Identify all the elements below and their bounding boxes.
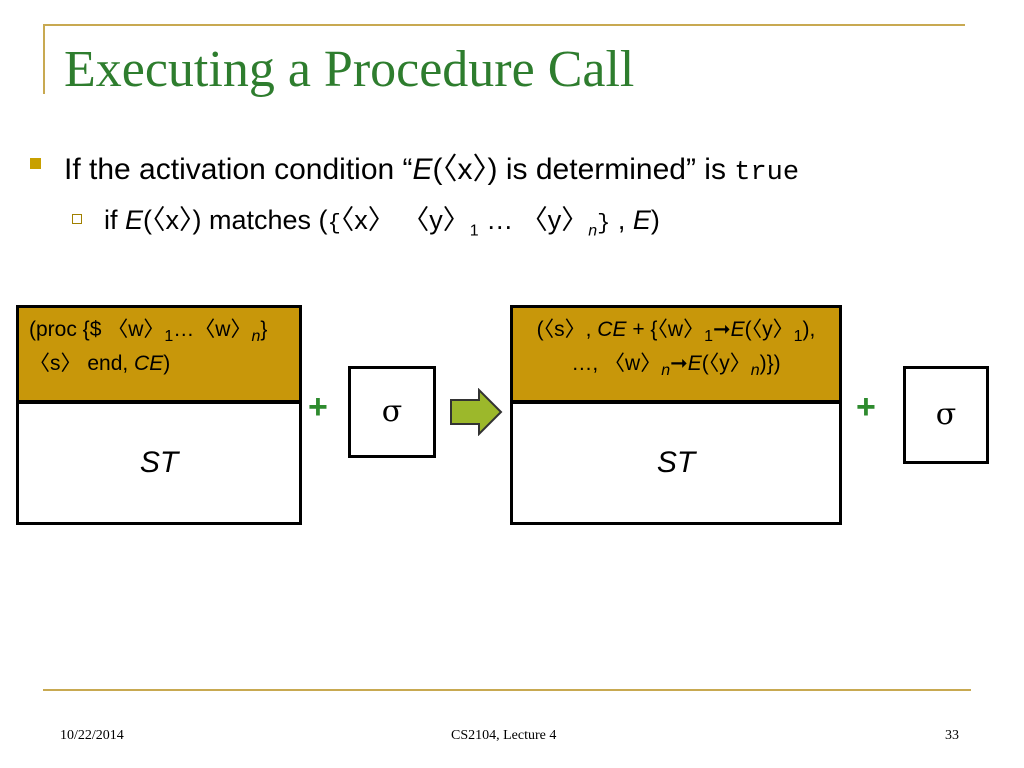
mapsto-arrow-icon: ➞ — [713, 317, 731, 341]
code-true: true — [734, 158, 800, 188]
bullet-1: If the activation condition “E(〈x〉) is d… — [64, 153, 800, 188]
sigma-box-right: σ — [903, 366, 989, 464]
square-bullet-icon — [30, 158, 41, 169]
sigma-box-left: σ — [348, 366, 436, 458]
top-divider — [43, 24, 965, 26]
slide-title: Executing a Procedure Call — [64, 41, 635, 98]
mapsto-arrow-icon: ➞ — [670, 351, 688, 376]
title-accent-line — [43, 24, 45, 94]
bullet-2: if E(〈x〉) matches ({〈x〉 〈y〉1 … 〈y〉n} , E… — [104, 205, 660, 240]
left-frame-header: (proc {$ 〈w〉1…〈w〉n} 〈s〉 end, CE) — [19, 308, 299, 404]
plus-sign-left: + — [308, 388, 328, 426]
hollow-square-bullet-icon — [72, 214, 82, 224]
plus-sign-right: + — [856, 388, 876, 426]
right-arrow-icon — [450, 388, 503, 436]
footer-page-number: 33 — [945, 728, 959, 743]
right-st-label: ST — [656, 446, 696, 479]
right-frame-header: (〈s〉, CE + {〈w〉1➞E(〈y〉1), …, 〈w〉n➞E(〈y〉n… — [513, 308, 839, 404]
left-st-label: ST — [139, 446, 179, 479]
left-stack-frame: (proc {$ 〈w〉1…〈w〉n} 〈s〉 end, CE) ST — [16, 305, 302, 525]
footer-divider — [43, 689, 971, 691]
footer-course: CS2104, Lecture 4 — [451, 728, 557, 743]
right-stack-frame: (〈s〉, CE + {〈w〉1➞E(〈y〉1), …, 〈w〉n➞E(〈y〉n… — [510, 305, 842, 525]
footer-date: 10/22/2014 — [60, 728, 124, 743]
